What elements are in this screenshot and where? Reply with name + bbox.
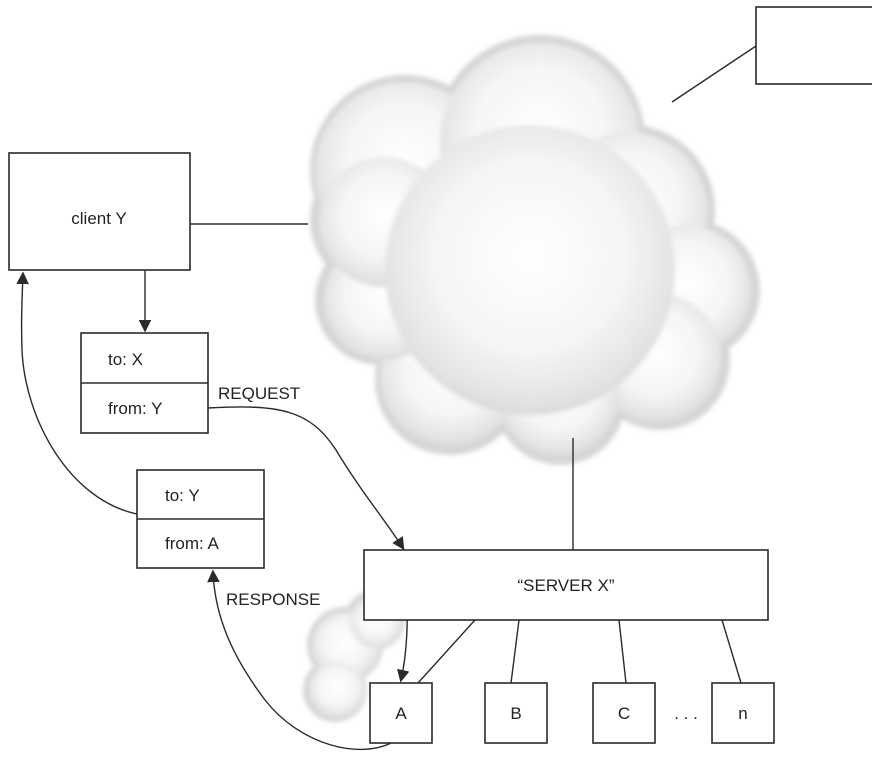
response-label: RESPONSE bbox=[226, 590, 320, 609]
response-packet: to: Y from: A bbox=[136, 469, 265, 569]
link-server-to-c bbox=[618, 619, 627, 684]
node-n-label: n bbox=[738, 704, 747, 723]
link-server-to-n bbox=[721, 619, 742, 684]
request-path-arrow bbox=[207, 406, 405, 551]
node-a: A bbox=[369, 682, 433, 744]
link-server-to-b bbox=[510, 619, 520, 684]
node-ellipsis: . . . bbox=[674, 704, 698, 723]
response-path-arrow bbox=[207, 569, 394, 751]
request-packet: to: X from: Y bbox=[80, 332, 209, 434]
node-b: B bbox=[484, 682, 548, 744]
client-box bbox=[8, 152, 191, 271]
node-c: C bbox=[592, 682, 656, 744]
response-to-client-arrow bbox=[16, 271, 138, 515]
node-c-box bbox=[592, 682, 656, 744]
client-label: client Y bbox=[71, 209, 126, 228]
node-c-label: C bbox=[618, 704, 630, 723]
remote-host-box bbox=[755, 6, 872, 85]
link-server-to-a bbox=[417, 619, 476, 684]
node-a-box bbox=[369, 682, 433, 744]
internet-cloud bbox=[310, 35, 760, 465]
link-cloud-to-remote bbox=[671, 45, 757, 103]
server-x: “SERVER X” bbox=[363, 549, 769, 621]
node-b-label: B bbox=[510, 704, 521, 723]
response-from-field: from: A bbox=[165, 534, 220, 553]
request-label: REQUEST bbox=[218, 384, 300, 403]
node-n-box bbox=[711, 682, 775, 744]
node-a-label: A bbox=[395, 704, 407, 723]
server-box bbox=[363, 549, 769, 621]
server-label: “SERVER X” bbox=[518, 576, 615, 595]
response-to-field: to: Y bbox=[165, 486, 200, 505]
request-from-field: from: Y bbox=[108, 399, 162, 418]
node-n: n bbox=[711, 682, 775, 744]
request-to-field: to: X bbox=[108, 350, 143, 369]
client-y: client Y bbox=[8, 152, 191, 271]
node-b-box bbox=[484, 682, 548, 744]
